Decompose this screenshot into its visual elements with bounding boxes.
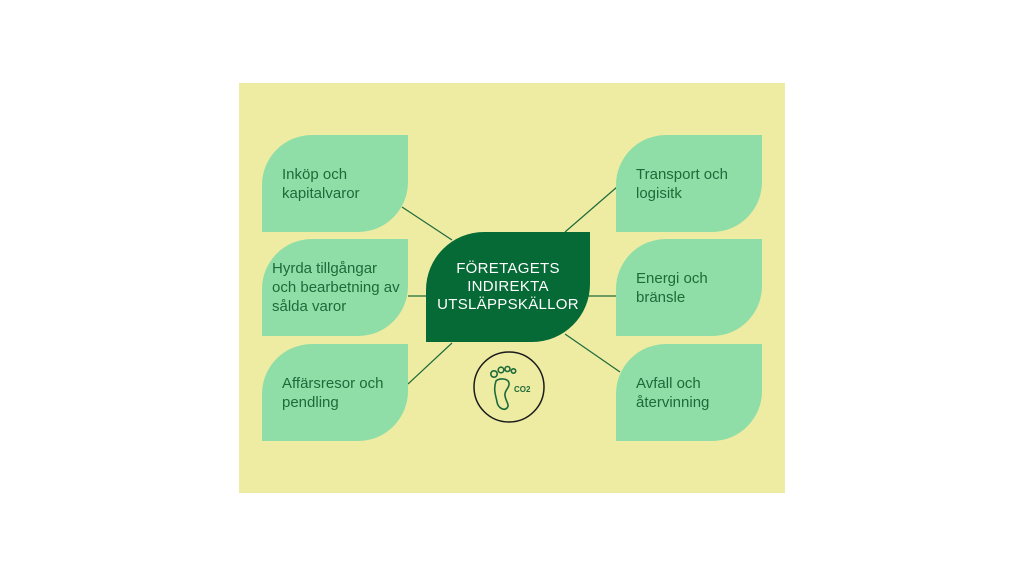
node-energi-och-bransle: Energi och bränsle: [616, 239, 762, 336]
node-hyrda-tillgangar: Hyrda tillgångar och bearbetning av såld…: [262, 239, 408, 336]
node-transport-och-logistik: Transport och logisitk: [616, 135, 762, 232]
footprint-co2-icon: CO2: [473, 351, 545, 423]
center-label: FÖRETAGETS INDIREKTA UTSLÄPPSKÄLLOR: [437, 260, 579, 313]
node-label: Transport och logisitk: [636, 165, 728, 202]
center-node: FÖRETAGETS INDIREKTA UTSLÄPPSKÄLLOR: [426, 232, 590, 342]
node-label: Affärsresor och pendling: [282, 374, 384, 411]
badge-co2-text: CO2: [514, 385, 531, 394]
node-affarsresor-och-pendling: Affärsresor och pendling: [262, 344, 408, 441]
node-label: Avfall och återvinning: [636, 374, 710, 411]
node-inkop-och-kapitalvaror: Inköp och kapitalvaror: [262, 135, 408, 232]
node-label: Inköp och kapitalvaror: [282, 165, 360, 202]
node-label: Hyrda tillgångar och bearbetning av såld…: [272, 260, 400, 315]
node-label: Energi och bränsle: [636, 269, 708, 306]
node-avfall-och-atervinning: Avfall och återvinning: [616, 344, 762, 441]
